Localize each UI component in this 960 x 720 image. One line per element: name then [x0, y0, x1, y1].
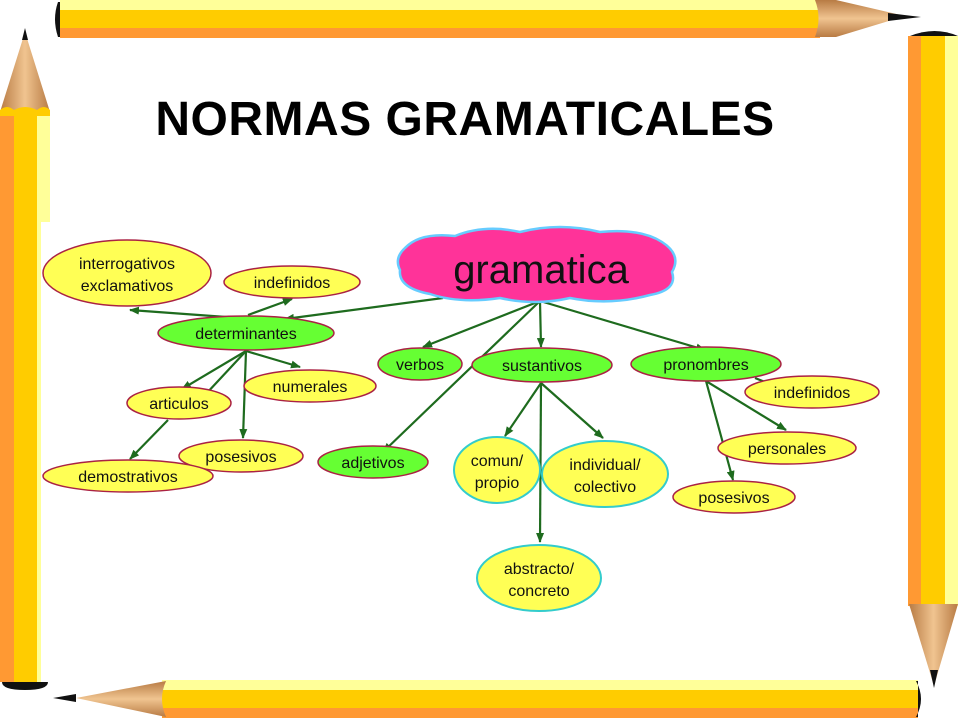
node-adjetivos: adjetivos [317, 445, 429, 479]
svg-text:individual/: individual/ [569, 457, 641, 474]
node-indefinidos-pron: indefinidos [744, 375, 880, 409]
svg-text:posesivos: posesivos [205, 449, 276, 466]
svg-text:pronombres: pronombres [663, 357, 748, 374]
svg-text:articulos: articulos [149, 396, 209, 413]
svg-text:indefinidos: indefinidos [774, 385, 851, 402]
svg-text:demostrativos: demostrativos [78, 469, 178, 486]
node-indefinidos-det: indefinidos [223, 265, 361, 299]
svg-text:interrogativos: interrogativos [79, 256, 175, 273]
svg-text:personales: personales [748, 441, 826, 458]
svg-text:adjetivos: adjetivos [341, 455, 404, 472]
svg-text:abstracto/: abstracto/ [504, 561, 575, 578]
node-articulos: articulos [126, 386, 232, 420]
svg-text:sustantivos: sustantivos [502, 358, 582, 375]
node-verbos: verbos [377, 347, 463, 381]
node-demostrativos: demostrativos [42, 459, 214, 493]
svg-text:comun/: comun/ [471, 453, 524, 470]
node-sustantivos: sustantivos [471, 347, 613, 383]
svg-text:verbos: verbos [396, 357, 444, 374]
svg-text:determinantes: determinantes [195, 326, 296, 343]
node-numerales: numerales [243, 369, 377, 403]
edges [129, 296, 787, 543]
node-posesivos-pron: posesivos [672, 480, 796, 514]
pencil-left [0, 28, 50, 690]
node-posesivos-det: posesivos [178, 439, 304, 473]
node-individual-colectivo: individual/ colectivo [541, 440, 669, 508]
node-abstracto-concreto: abstracto/ concreto [476, 544, 602, 612]
svg-text:exclamativos: exclamativos [81, 278, 173, 295]
svg-text:numerales: numerales [273, 379, 348, 396]
svg-text:concreto: concreto [508, 583, 569, 600]
svg-text:colectivo: colectivo [574, 479, 636, 496]
node-comun-propio: comun/ propio [453, 436, 541, 504]
node-personales: personales [717, 431, 857, 465]
root-node-gramatica: gramatica [396, 225, 677, 304]
node-pronombres: pronombres [630, 346, 782, 382]
node-determinantes: determinantes [157, 315, 335, 351]
page-title: NORMAS GRAMATICALES [155, 93, 775, 146]
svg-text:indefinidos: indefinidos [254, 275, 331, 292]
pencil-bottom [53, 680, 921, 718]
svg-text:posesivos: posesivos [698, 490, 769, 507]
svg-text:propio: propio [475, 475, 520, 492]
pencil-right [908, 31, 958, 688]
root-label: gramatica [453, 248, 629, 292]
pencil-top [55, 0, 921, 38]
node-interrogativos-exclamativos: interrogativos exclamativos [42, 239, 212, 307]
